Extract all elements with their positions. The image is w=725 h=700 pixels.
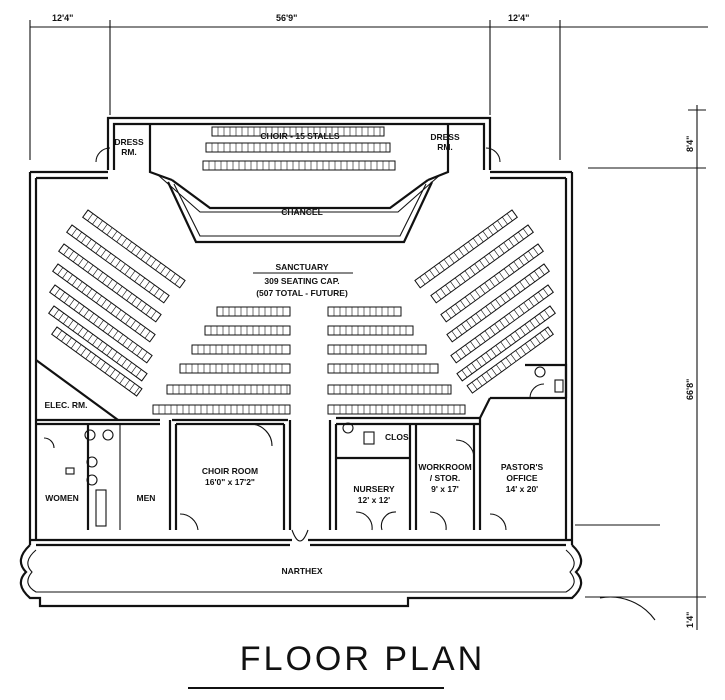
pew-seat-ticks [53,309,142,377]
pew-seat-ticks [451,267,545,339]
pew-seat-ticks [333,405,461,414]
seating-capacity-label: 309 SEATING CAP. [264,276,339,286]
angled-pews-right [414,209,556,394]
title-underline [188,687,444,689]
elec-room-label: ELEC. RM. [45,400,88,410]
pew-seat-ticks [57,267,151,339]
closet-label: CLOS. [385,432,411,442]
dress-room-right-label: DRESS [430,132,460,142]
pew-seat-ticks [445,247,539,319]
dress-room-right-label-2: RM. [437,142,453,152]
pew-seat-ticks [471,329,551,390]
dim-left-wing: 12'4" [52,13,73,23]
pew-seat-ticks [211,143,387,152]
pew-seat-ticks [333,345,419,354]
men-restroom-label: MEN [137,493,156,503]
pew-seat-ticks [208,161,390,170]
women-restroom-label: WOMEN [45,493,79,503]
chancel-label: CHANCEL [281,207,323,217]
pew-seat-ticks [71,228,165,300]
dress-room-left-label-2: RM. [121,147,137,157]
pew-seat-ticks [333,326,407,335]
dim-main-depth: 66'8" [685,379,695,400]
choir-room-size: 16'0" x 17'2" [205,477,255,487]
dim-bottom-depth: 1'4" [685,612,695,628]
pew-seat-ticks [63,247,157,319]
floor-plan-title: FLOOR PLAN [239,640,486,678]
pew-seat-ticks [56,330,140,395]
pew-seat-ticks [461,309,550,378]
pastor-office-label-2: OFFICE [506,473,537,483]
dim-top-depth: 8'4" [685,136,695,152]
nursery-size: 12' x 12' [358,495,390,505]
pew-seat-ticks [333,385,449,394]
lower-rooms [35,359,568,531]
pastor-office-label: PASTOR'S [501,462,544,472]
pew-seat-ticks [87,213,181,285]
narthex-label: NARTHEX [281,566,322,576]
choir-room-label: CHOIR ROOM [202,466,258,476]
center-pews [152,306,466,415]
exterior-walls [28,116,574,545]
choir-stalls-label: CHOIR - 15 STALLS [260,131,340,141]
pew-seat-ticks [185,364,283,373]
narthex-walls [19,529,656,621]
workroom-label: WORKROOM [418,462,471,472]
nursery-label: NURSERY [353,484,395,494]
choir-loft [95,124,501,244]
pew-seat-ticks [333,364,431,373]
workroom-size: 9' x 17' [431,484,459,494]
pew-seat-ticks [222,307,284,316]
pew-seat-ticks [217,127,381,136]
pew-seat-ticks [158,405,286,414]
sanctuary-label: SANCTUARY [275,262,328,272]
pew-seat-ticks [210,326,284,335]
angled-pews-left [48,209,186,397]
pew-seat-ticks [455,288,549,360]
dim-right-wing: 12'4" [508,13,529,23]
pew-seat-ticks [419,213,513,285]
pew-seat-ticks [435,228,529,300]
pastor-office-size: 14' x 20' [506,484,538,494]
dress-room-left-label: DRESS [114,137,144,147]
dim-center: 56'9" [276,13,297,23]
pew-seat-ticks [333,307,395,316]
pew-seat-ticks [172,385,288,394]
workroom-label-2: / STOR. [430,473,461,483]
future-total-label: (507 TOTAL - FUTURE) [256,288,348,298]
pew-seat-ticks [197,345,283,354]
pew-seat-ticks [54,288,148,360]
